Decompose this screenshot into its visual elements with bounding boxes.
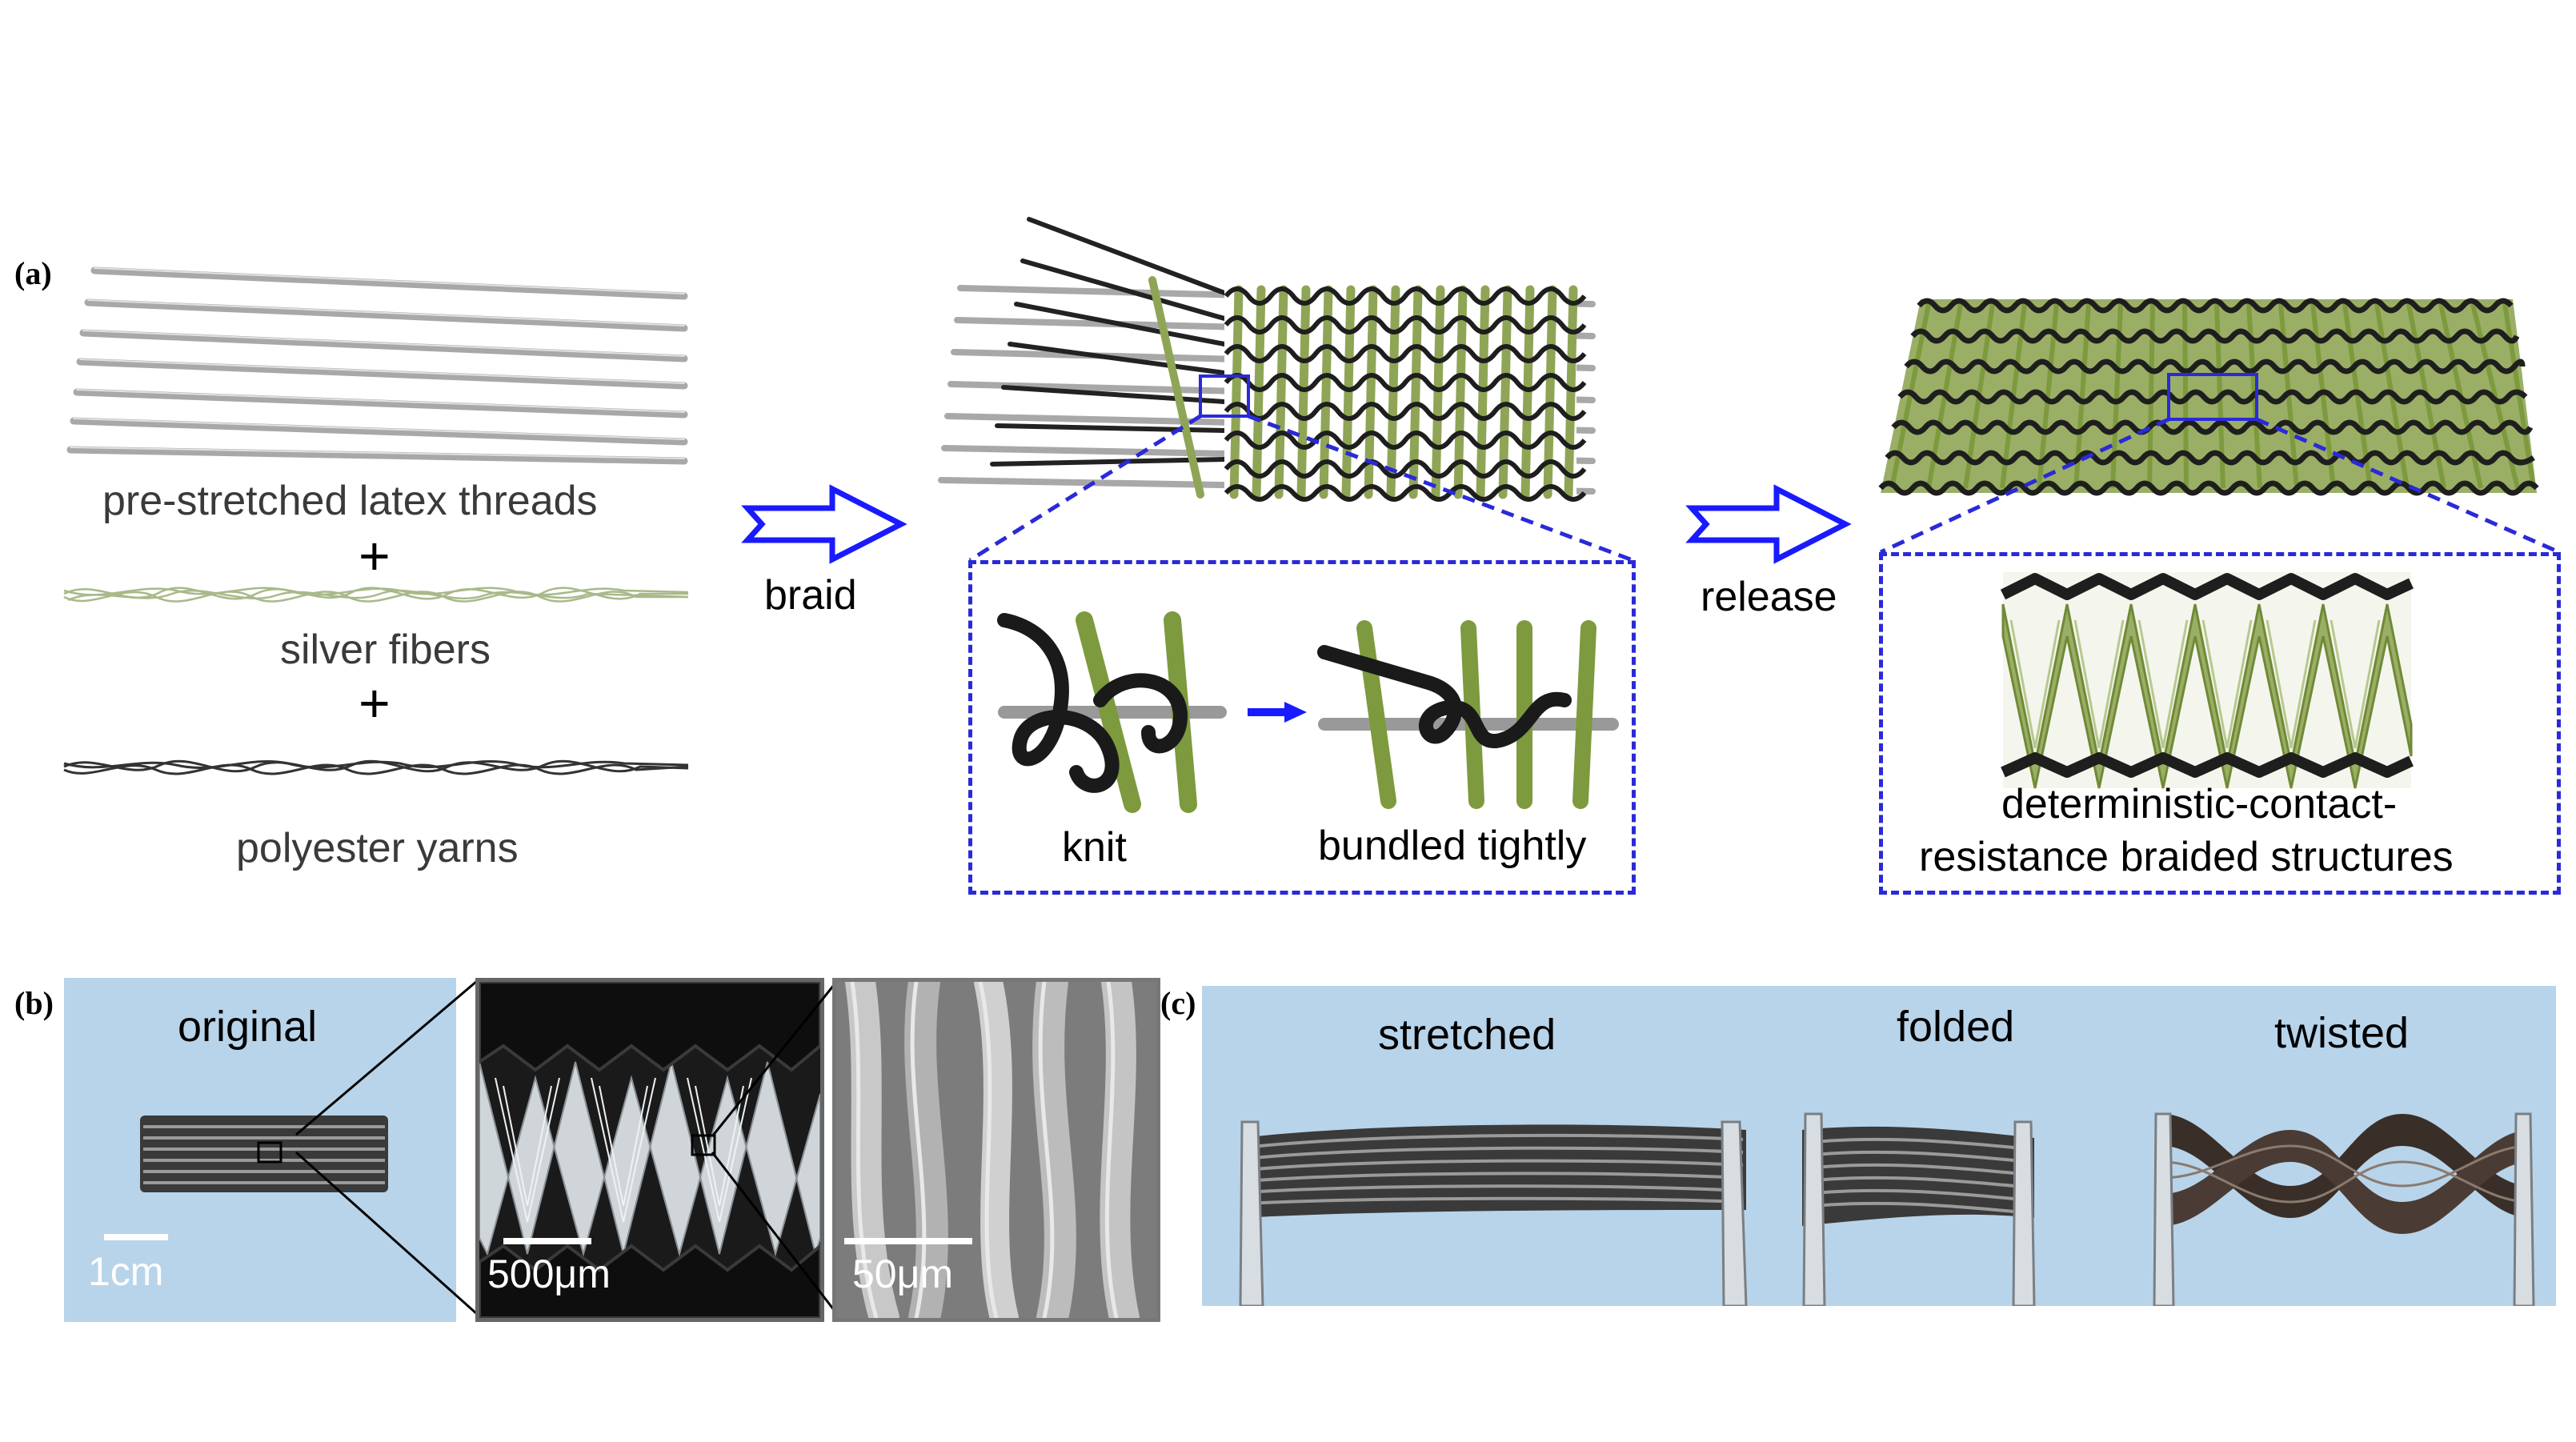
silver-fibers-illustration [63,587,689,603]
transition-arrow-icon [1248,702,1307,723]
scale-label-50um: 50μm [852,1252,954,1296]
braided-strip-sample [140,1116,388,1192]
twisted-sample [2153,1112,2535,1306]
plus-sign-1: + [359,526,391,587]
plus-sign-2: + [359,673,391,734]
scale-label-1cm: 1cm [88,1249,164,1294]
optical-micrograph: 500μm [475,978,824,1322]
micrograph-braid-pattern [479,982,820,1318]
bundled-illustration [1317,620,1619,809]
sem-micrograph: 50μm [832,978,1160,1322]
middle-inset-box: knit bundled tightly [968,560,1636,895]
knit-illustration [997,611,1227,813]
scale-bar-500um [503,1238,591,1244]
release-label: release [1701,574,1837,620]
braiding-process-illustration [938,217,1596,502]
panel-label-a: (a) [14,255,52,291]
sem-fibers-pattern [836,982,1156,1318]
original-label: original [178,1003,318,1051]
middle-zoom-lines [968,414,1633,563]
scale-bar-1cm [104,1234,168,1240]
latex-threads-illustration [66,266,688,465]
original-sample-photo: original 1cm [64,978,456,1322]
folded-label: folded [1897,1003,2015,1051]
scale-label-500um: 500μm [487,1252,611,1296]
zoom-lines-b2 [711,980,839,1315]
knit-label: knit [1062,824,1127,871]
zoom-lines-b1 [295,979,478,1316]
deterministic-contact-label-line1: deterministic-contact- [2001,781,2398,827]
deterministic-contact-label-line2: resistance braided structures [1919,834,2454,880]
silver-fibers-label: silver fibers [280,627,491,673]
deformation-photos: stretched folded twisted [1202,986,2556,1306]
bundled-tightly-label: bundled tightly [1318,823,1587,869]
right-inset-box: deterministic-contact- resistance braide… [1879,552,2561,895]
polyester-yarns-label: polyester yarns [236,825,519,871]
stretched-label: stretched [1378,1011,1556,1059]
twisted-label: twisted [2274,1009,2410,1057]
braid-label: braid [764,572,857,619]
folded-sample [1802,1112,2036,1306]
stretched-sample [1239,1120,1748,1306]
scale-bar-50um [844,1238,972,1244]
latex-threads-label: pre-stretched latex threads [102,478,598,524]
right-zoom-lines [1879,417,2561,555]
panel-label-b: (b) [14,985,54,1021]
release-arrow-icon [1685,484,1852,564]
braid-arrow-icon [741,484,907,564]
braided-structure-closeup [2000,572,2414,789]
panel-label-c: (c) [1160,985,1196,1021]
polyester-yarns-illustration [63,759,689,775]
released-fabric-illustration [1878,298,2539,496]
